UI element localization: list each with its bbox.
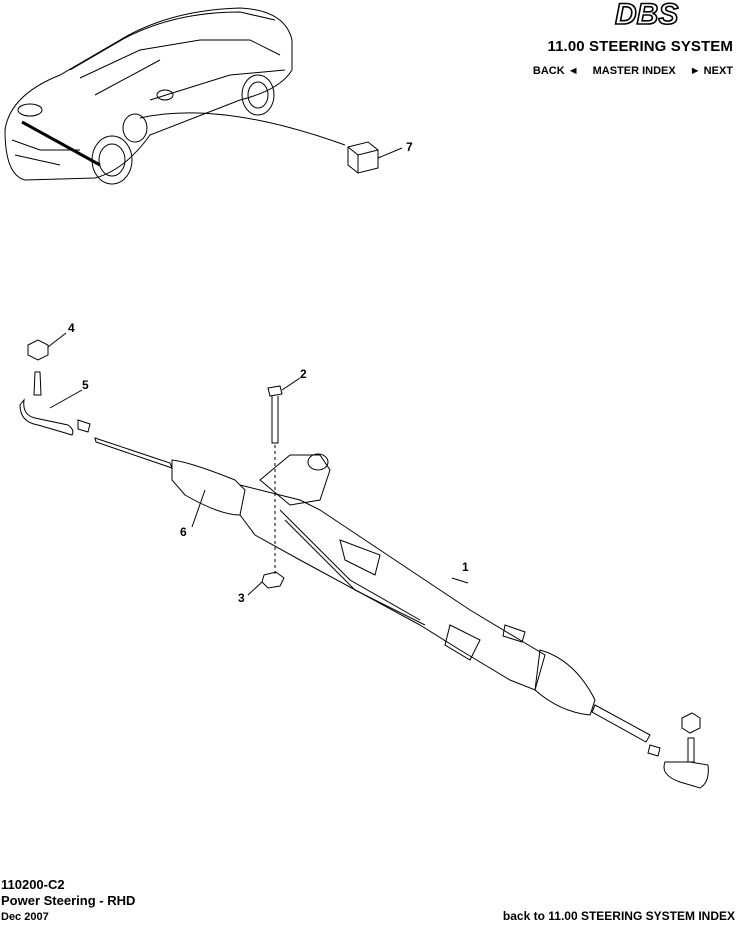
callout-2: 2: [300, 367, 307, 381]
back-link[interactable]: BACK ◄: [532, 65, 579, 77]
part-name: Power Steering - RHD: [1, 893, 136, 908]
callout-7: 7: [406, 140, 413, 154]
nav-links: BACK ◄ MASTER INDEX ► NEXT: [533, 65, 733, 77]
part-4-nut: [27, 332, 67, 361]
car-illustration: [4, 7, 346, 185]
parts-diagram: 1 2 3 4 5 6 7: [4, 7, 709, 789]
back-to-index-link[interactable]: back to 11.00 STEERING SYSTEM INDEX: [502, 909, 735, 923]
section-title: 11.00 STEERING SYSTEM: [547, 38, 733, 55]
part-1-steering-rack: [94, 437, 651, 743]
part-code: 110200-C2: [1, 877, 65, 892]
part-3-nut: [247, 571, 285, 596]
callout-6: 6: [180, 525, 187, 539]
master-index-link[interactable]: MASTER INDEX: [592, 65, 676, 77]
date-label: Dec 2007: [1, 911, 49, 923]
logo-text: DBS: [615, 0, 678, 28]
callout-3: 3: [238, 591, 245, 605]
callout-1: 1: [462, 560, 469, 574]
right-tie-rod-end: [647, 712, 709, 789]
dbs-logo: DBS: [614, 0, 679, 28]
callout-5: 5: [82, 378, 89, 392]
part-7-relay: [347, 141, 403, 174]
part-5-tie-rod-end: [19, 371, 91, 436]
part-2-bolt: [267, 377, 301, 575]
next-link[interactable]: ► NEXT: [689, 65, 733, 77]
callout-4: 4: [68, 321, 75, 335]
